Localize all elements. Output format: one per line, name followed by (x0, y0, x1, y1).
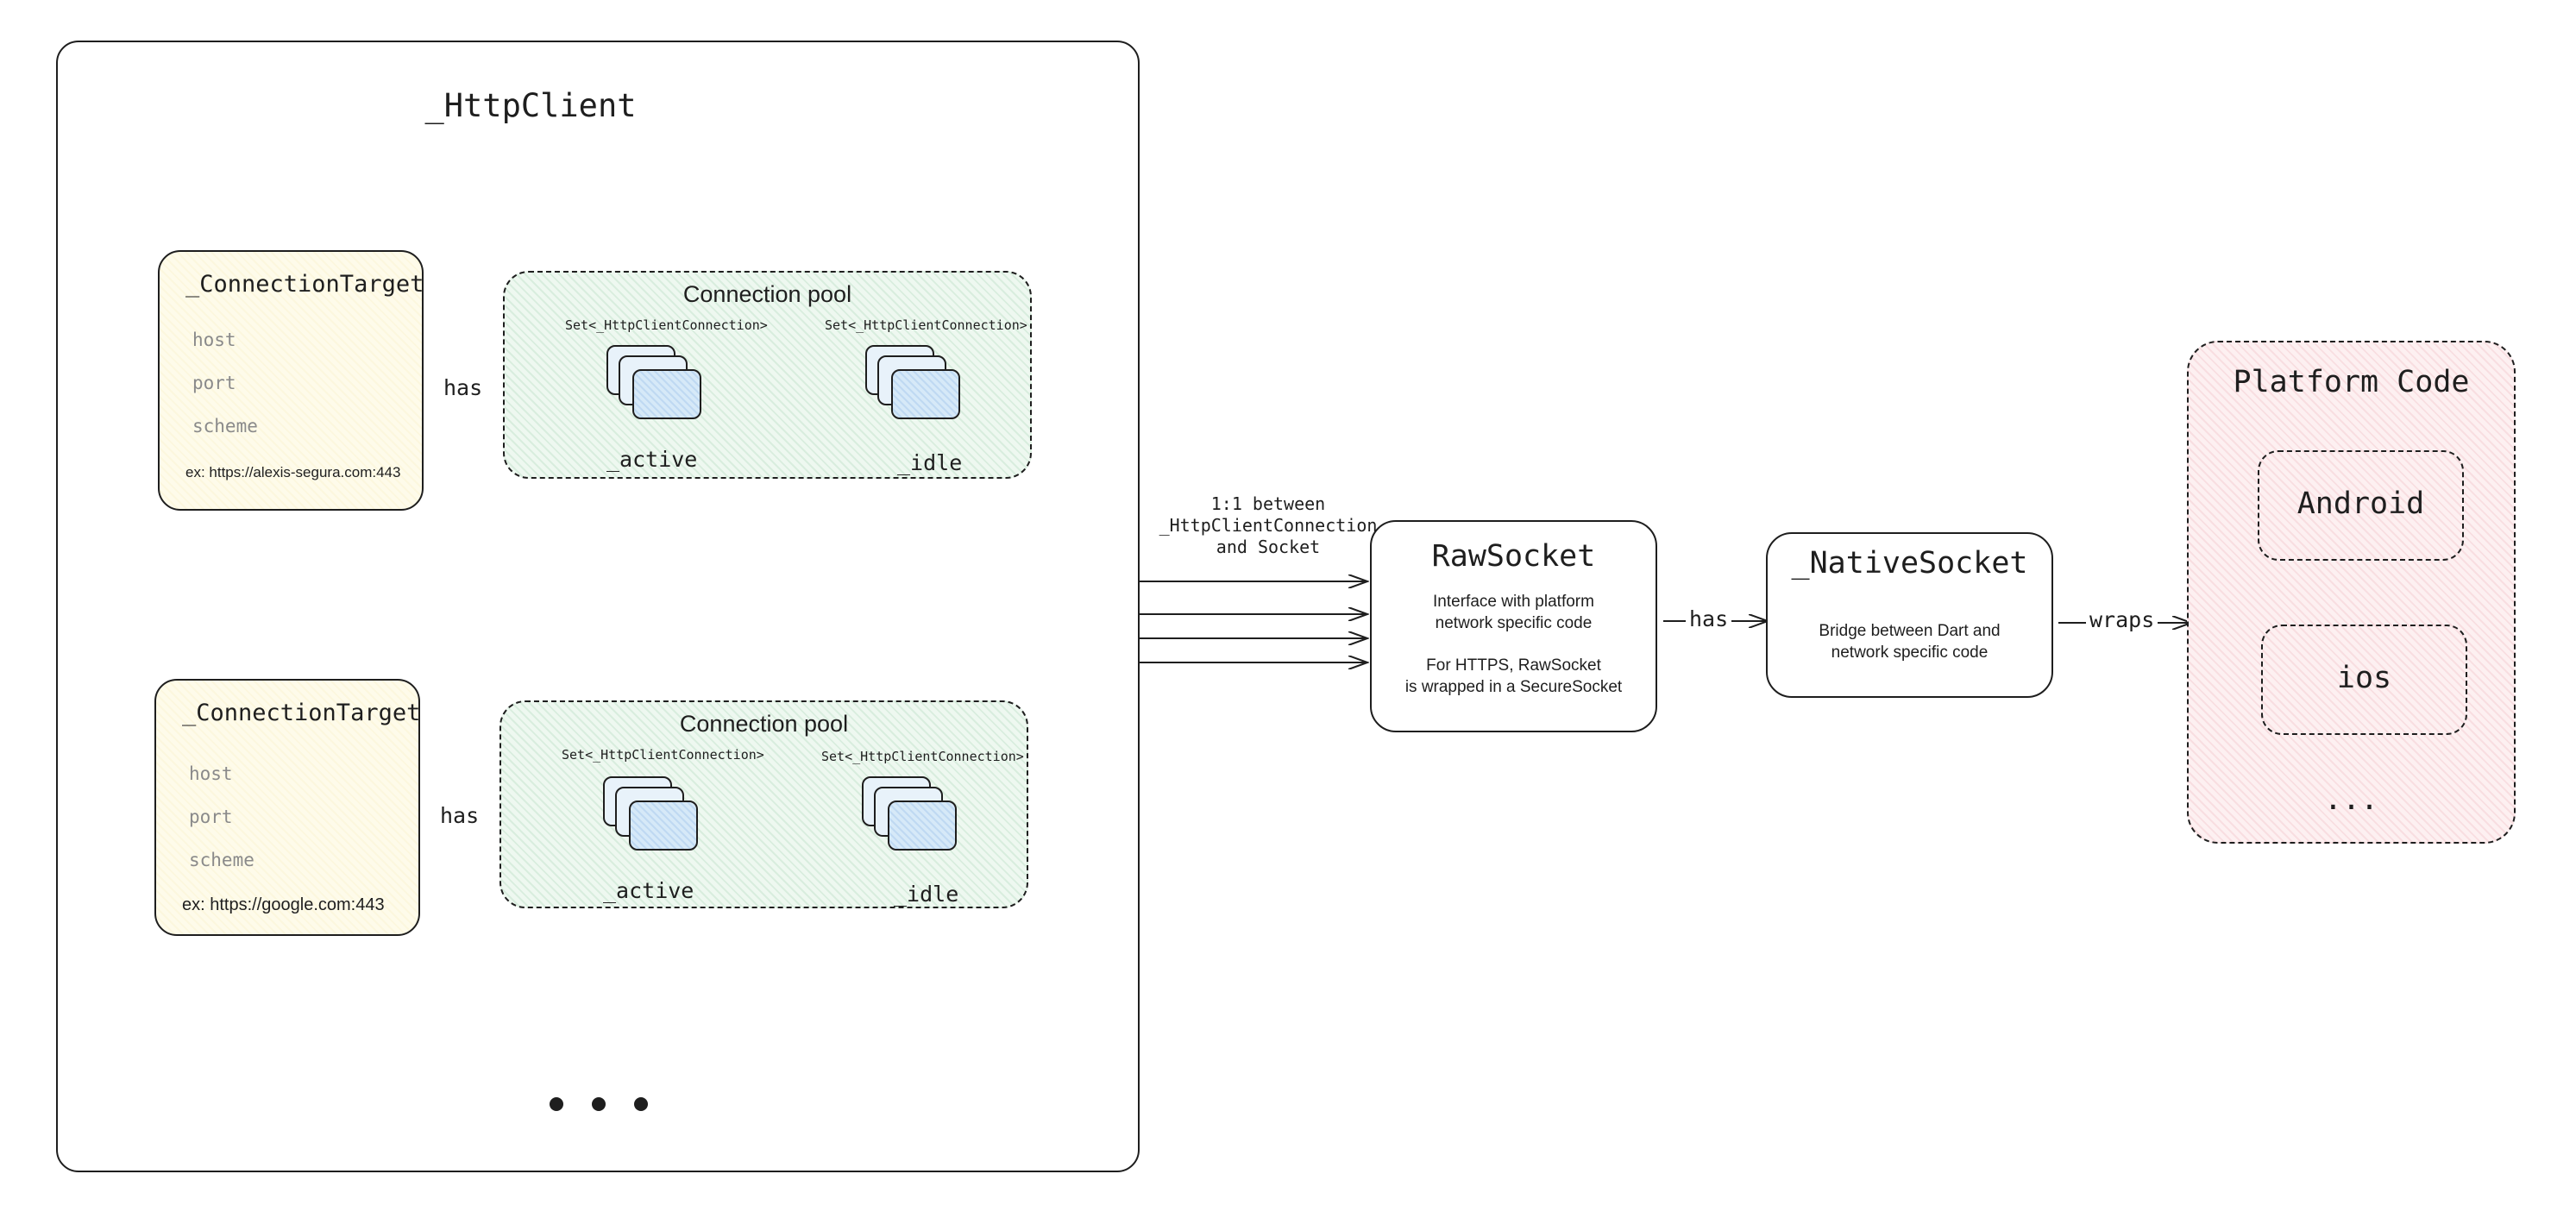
rawsocket-description: Interface with platform network specific… (1433, 593, 1594, 632)
connection-target-title: _ConnectionTarget (185, 271, 424, 298)
platform-code-container: Platform Code Android ios ... (2187, 341, 2516, 844)
active-label: _active (603, 878, 694, 903)
target-example: ex: https://google.com:443 (182, 895, 385, 914)
idle-connections-stack (862, 776, 957, 854)
one-to-one-annotation: 1:1 between _HttpClientConnection and So… (1159, 493, 1378, 557)
nativesocket-title: _NativeSocket (1791, 546, 2028, 581)
field-port: port (192, 373, 236, 393)
field-scheme: scheme (192, 416, 258, 436)
idle-set-type: Set<_HttpClientConnection> (825, 317, 1027, 333)
active-set-type: Set<_HttpClientConnection> (565, 317, 768, 333)
httpclient-container: _HttpClient (56, 41, 1140, 1172)
platform-more: ... (2323, 782, 2379, 817)
active-connections-stack (603, 776, 698, 854)
connection-pool-2: Connection pool Set<_HttpClientConnectio… (499, 700, 1028, 908)
connection-target-1: _ConnectionTarget host port scheme ex: h… (158, 250, 424, 511)
wraps-label: wraps (2086, 607, 2158, 632)
idle-connections-stack (865, 345, 960, 423)
pool-title: Connection pool (682, 281, 852, 307)
field-host: host (192, 330, 236, 350)
target-example: ex: https://alexis-segura.com:443 (185, 464, 401, 480)
has-label-raw-native: has (1686, 606, 1732, 631)
active-connections-stack (606, 345, 701, 423)
field-scheme: scheme (189, 850, 254, 870)
nativesocket-box: _NativeSocket Bridge between Dart and ne… (1766, 532, 2053, 698)
nativesocket-description: Bridge between Dart and network specific… (1819, 622, 2001, 662)
idle-label: _idle (897, 450, 963, 475)
idle-set-type: Set<_HttpClientConnection> (821, 749, 1024, 764)
platform-item-android: Android (2258, 450, 2464, 561)
httpclient-title: _HttpClient (424, 87, 637, 124)
idle-label: _idle (894, 882, 959, 907)
field-port: port (189, 807, 233, 827)
has-label-2: has (437, 803, 483, 828)
pool-title: Connection pool (679, 711, 849, 737)
rawsocket-box: RawSocket Interface with platform networ… (1370, 520, 1657, 732)
platform-title: Platform Code (2233, 365, 2470, 399)
active-label: _active (606, 447, 698, 472)
active-set-type: Set<_HttpClientConnection> (562, 747, 764, 763)
connection-pool-1: Connection pool Set<_HttpClientConnectio… (503, 271, 1032, 479)
has-label-1: has (440, 375, 487, 400)
rawsocket-title: RawSocket (1431, 539, 1596, 574)
connection-target-title: _ConnectionTarget (182, 700, 421, 726)
field-host: host (189, 763, 233, 784)
rawsocket-https-note: For HTTPS, RawSocket is wrapped in a Sec… (1404, 656, 1623, 696)
platform-item-ios: ios (2261, 625, 2467, 735)
connection-target-2: _ConnectionTarget host port scheme ex: h… (154, 679, 420, 936)
